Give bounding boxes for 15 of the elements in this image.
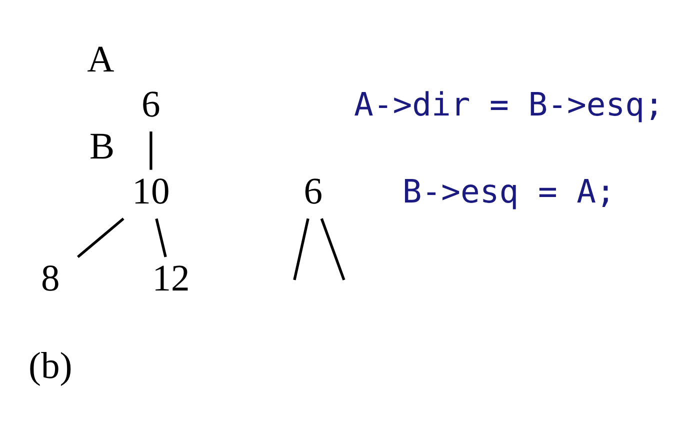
node-text: 8 — [41, 258, 60, 300]
node-label: B — [89, 126, 115, 168]
label: B->esq = A; — [402, 172, 616, 211]
connector — [150, 132, 152, 170]
connector — [320, 218, 346, 280]
node-label: A — [87, 39, 114, 80]
node-text: 6 — [142, 84, 160, 126]
label: (b) — [28, 346, 72, 387]
label: A->dir = B->esq; — [354, 85, 664, 124]
connector — [293, 218, 310, 280]
connector — [155, 218, 167, 258]
node-text: 12 — [152, 258, 190, 300]
node-text: 10 — [132, 171, 170, 212]
connector — [76, 218, 124, 258]
node-text: 6 — [304, 171, 323, 212]
